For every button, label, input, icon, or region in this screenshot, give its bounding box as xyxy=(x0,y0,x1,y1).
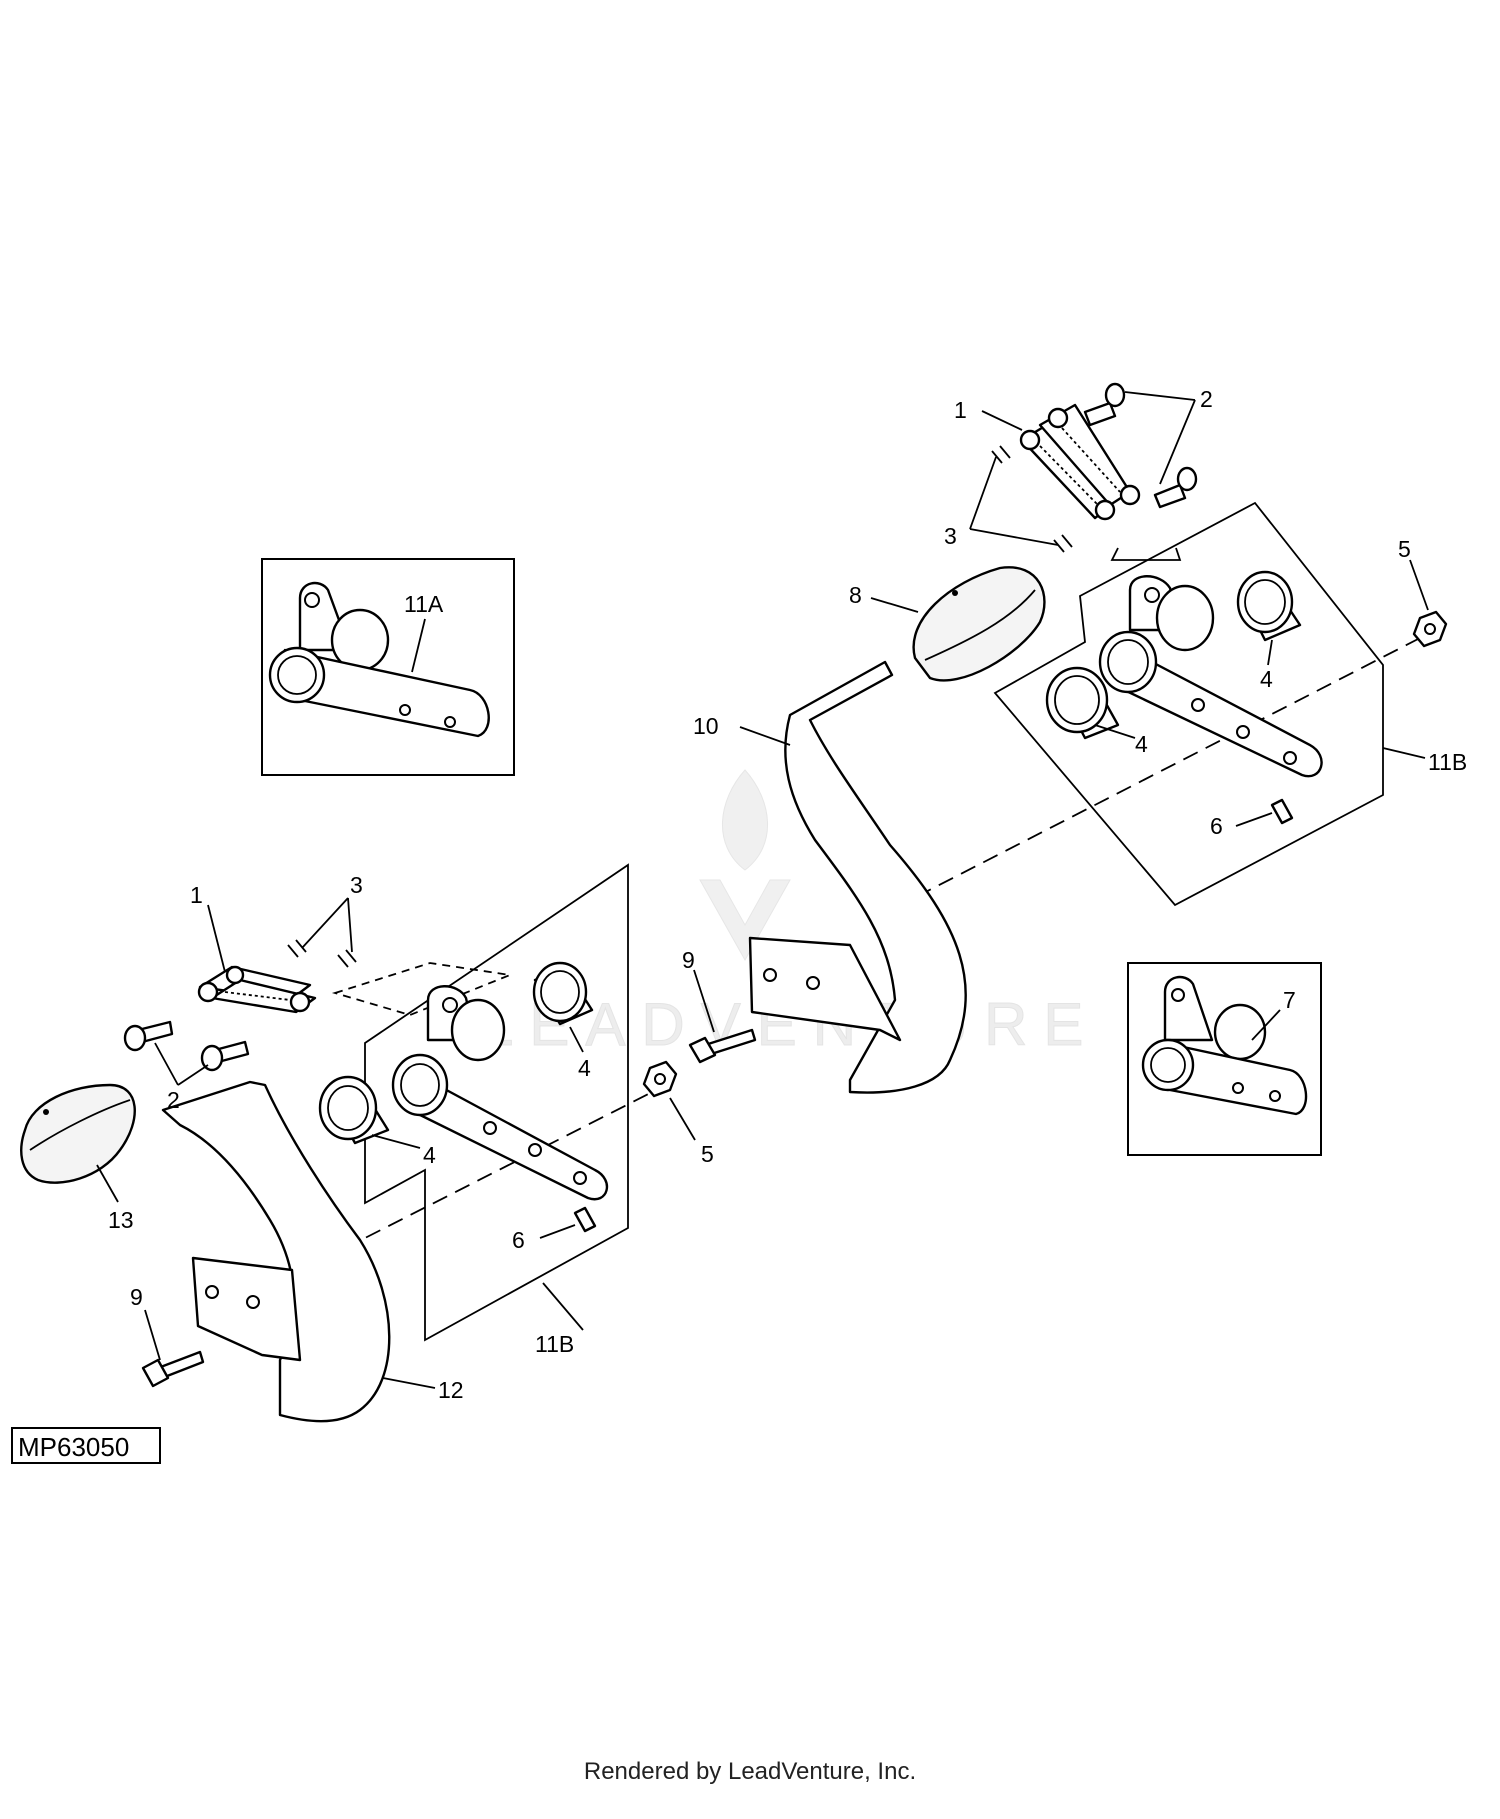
callout-2-left: 2 xyxy=(167,1087,180,1113)
inset-7: 7 xyxy=(1127,962,1322,1156)
callout-10: 10 xyxy=(693,713,719,739)
callout-11b-right: 11B xyxy=(1428,749,1467,775)
callout-7: 7 xyxy=(1283,987,1296,1013)
pivot-arm-left xyxy=(391,985,609,1201)
bolt-9-right: 9 xyxy=(682,947,757,1064)
link-assembly-left: 1 2 3 xyxy=(123,872,363,1113)
diagram-id-box: MP63050 xyxy=(11,1427,161,1464)
footer-credit: Rendered by LeadVenture, Inc. xyxy=(583,1758,917,1785)
fitting-6-right: 6 xyxy=(1210,798,1294,839)
knob-8: 8 xyxy=(849,566,1046,682)
bushing-4-right-lower: 4 xyxy=(1045,666,1148,757)
callout-9-left: 9 xyxy=(130,1284,143,1310)
callout-1-left: 1 xyxy=(190,882,203,908)
diagram-id: MP63050 xyxy=(18,1432,129,1462)
callout-6-left: 6 xyxy=(512,1227,525,1253)
right-assembly: 11B 10 8 xyxy=(682,382,1467,1094)
bushing-4-left-lower: 4 xyxy=(318,1075,436,1168)
nut-5-right: 5 xyxy=(1398,536,1448,648)
callout-9-right: 9 xyxy=(682,947,695,973)
callout-4-right-a: 4 xyxy=(1260,666,1273,692)
pivot-arm-right xyxy=(1098,575,1323,778)
callout-5-left: 5 xyxy=(701,1141,714,1167)
callout-5-right: 5 xyxy=(1398,536,1411,562)
knob-13: 13 xyxy=(20,1083,136,1233)
bushing-4-right-upper: 4 xyxy=(1236,570,1302,692)
pedal-12: 12 xyxy=(161,1080,464,1423)
callout-11b-left: 11B xyxy=(535,1331,574,1357)
callout-12: 12 xyxy=(438,1377,464,1403)
bolt-9-left: 9 xyxy=(130,1284,205,1388)
callout-4-right-b: 4 xyxy=(1135,731,1148,757)
callout-8: 8 xyxy=(849,582,862,608)
callout-6-right: 6 xyxy=(1210,813,1223,839)
left-assembly: 11B 12 13 xyxy=(20,863,714,1423)
nut-5-left: 5 xyxy=(642,1060,714,1167)
callout-2-right: 2 xyxy=(1200,386,1213,412)
callout-1-right: 1 xyxy=(954,397,967,423)
callout-13: 13 xyxy=(108,1207,134,1233)
callout-3-left: 3 xyxy=(350,872,363,898)
bushing-4-left-upper: 4 xyxy=(532,961,594,1081)
link-assembly-right: 1 2 3 xyxy=(944,382,1213,561)
callout-4-left-b: 4 xyxy=(423,1142,436,1168)
fitting-6-left: 6 xyxy=(512,1206,597,1253)
callout-11a: 11A xyxy=(404,591,444,617)
callout-4-left-a: 4 xyxy=(578,1055,591,1081)
inset-11a: 11A xyxy=(261,558,515,776)
callout-3-right: 3 xyxy=(944,523,957,549)
pedal-10: 10 xyxy=(693,660,967,1094)
